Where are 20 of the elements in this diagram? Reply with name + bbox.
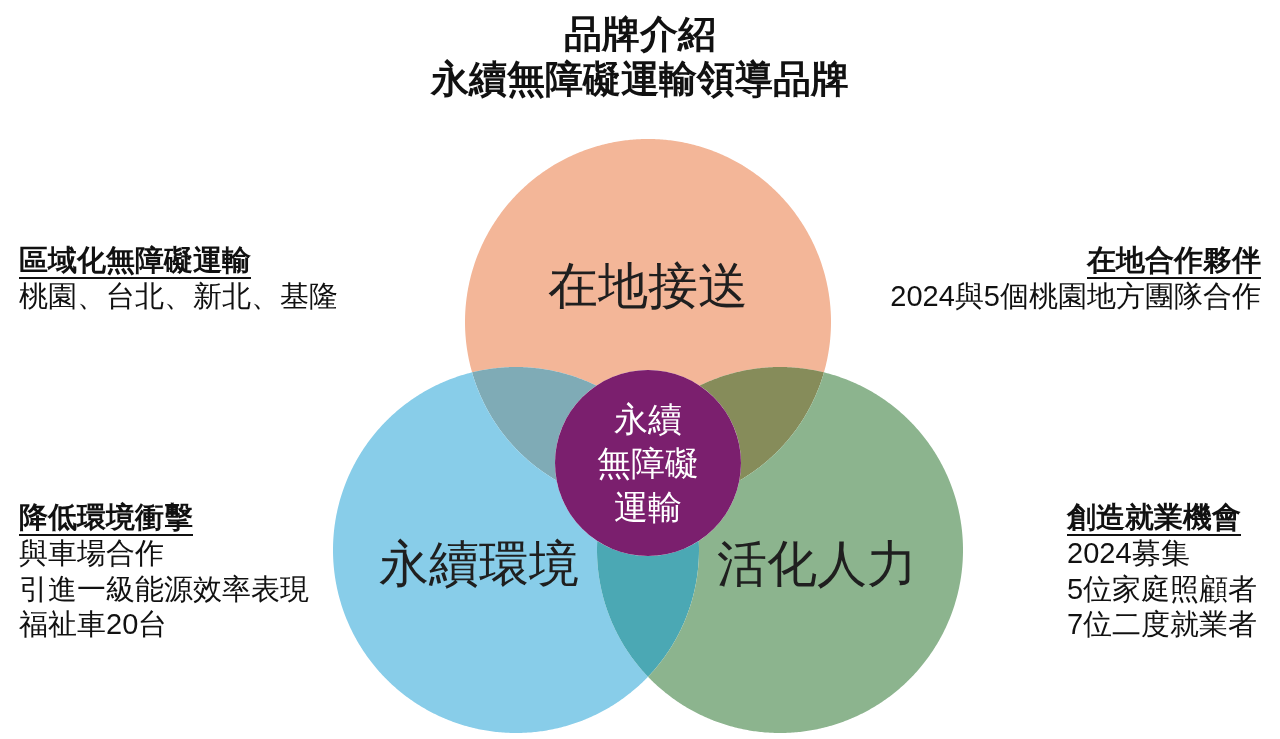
venn-circle [465, 139, 831, 481]
section-text: 福祉車20台 [19, 607, 168, 642]
section-heading: 在地合作夥伴 [1087, 243, 1261, 279]
section-text: 2024募集 [1067, 536, 1190, 571]
center-label: 永續無障礙運輸 [597, 399, 699, 528]
section-text: 7位二度就業者 [1067, 607, 1258, 642]
page-subtitle: 永續無障礙運輸領導品牌 [431, 57, 849, 102]
section-text: 與車場合作 [19, 536, 164, 571]
circle-title: 永續環境 [379, 535, 579, 594]
page-title: 品牌介紹 [564, 12, 716, 57]
section-text: 引進一級能源效率表現 [19, 571, 309, 607]
venn-circle [333, 372, 699, 733]
section-text: 桃園、台北、新北、基隆 [19, 279, 338, 314]
section-text: 2024與5個桃園地方團隊合作 [890, 279, 1261, 314]
section-heading: 降低環境衝擊 [19, 500, 193, 536]
circle-title: 活化人力 [717, 535, 917, 594]
section-text: 5位家庭照顧者 [1067, 571, 1258, 607]
section-heading: 創造就業機會 [1067, 500, 1241, 536]
section-heading: 區域化無障礙運輸 [19, 243, 251, 279]
circle-title: 在地接送 [548, 257, 748, 316]
